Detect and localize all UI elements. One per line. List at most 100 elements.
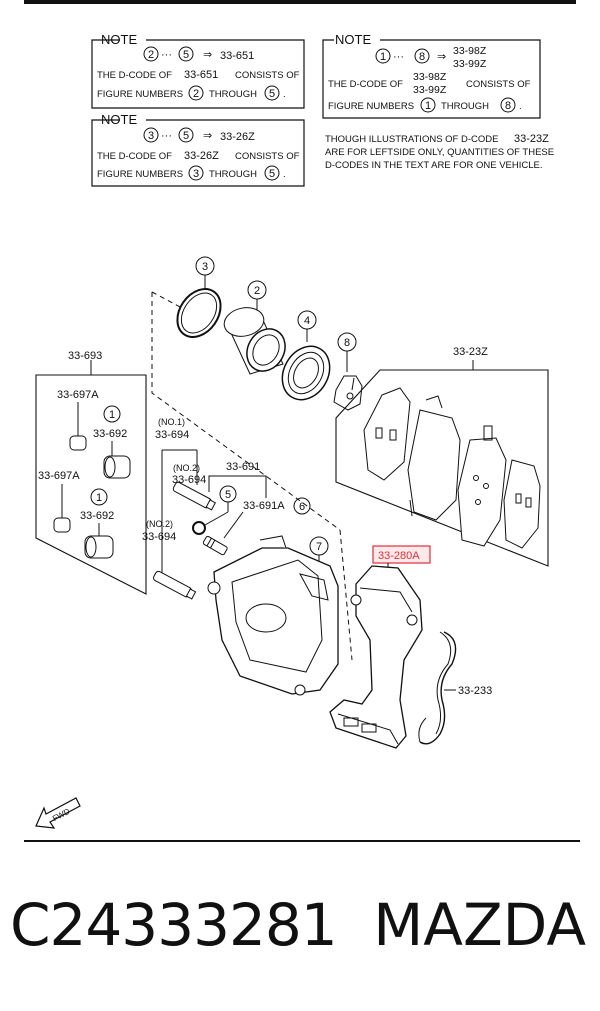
note-number: 5 xyxy=(183,130,189,142)
note-code: 33-98Z xyxy=(453,45,487,57)
callout-number: 5 xyxy=(225,489,231,501)
note-dots: ··· xyxy=(393,51,404,63)
callout-circle xyxy=(500,97,516,113)
label-33-692: 33-692 xyxy=(80,510,114,522)
note-text: THROUGH xyxy=(441,101,489,112)
kit-dashed-outline xyxy=(339,529,353,661)
label-33-697a: 33-697A xyxy=(38,470,80,482)
note-arrow: ⇒ xyxy=(437,51,446,63)
note-heading: NOTE xyxy=(101,112,137,127)
note-number: 1 xyxy=(380,51,386,63)
remark-line: THOUGH ILLUSTRATIONS OF D-CODE xyxy=(325,134,498,145)
note-number: 2 xyxy=(148,49,154,61)
note-text: THE D-CODE OF xyxy=(328,79,403,90)
highlight-box xyxy=(372,545,431,564)
note-text: CONSISTS OF xyxy=(466,79,531,90)
caliper-icon xyxy=(213,547,339,695)
note-text: FIGURE NUMBERS xyxy=(97,169,183,180)
note-code: 33-26Z xyxy=(220,131,255,143)
top-border-bar xyxy=(24,0,576,4)
label-33-692: 33-692 xyxy=(93,428,127,440)
piston-seal-icon xyxy=(176,288,222,338)
note-code: 33-651 xyxy=(220,50,254,62)
note-number: 8 xyxy=(419,51,425,63)
note-number: 3 xyxy=(148,130,154,142)
note-heading: NOTE xyxy=(101,32,137,47)
note-number: 5 xyxy=(269,88,275,100)
callout-circle xyxy=(264,165,280,181)
piston-icon xyxy=(223,307,286,375)
kit-dashed-outline xyxy=(151,291,183,309)
note-text: THROUGH xyxy=(209,169,257,180)
note-number: 2 xyxy=(193,88,199,100)
label-no2: (NO.2) xyxy=(146,519,173,529)
note-number: 5 xyxy=(269,168,275,180)
clip-icon xyxy=(333,375,363,411)
label-33-691a: 33-691A xyxy=(243,500,285,512)
callout-number: 7 xyxy=(316,541,322,553)
callout-number: 6 xyxy=(299,501,305,513)
remark-line: ARE FOR LEFTSIDE ONLY, QUANTITIES OF THE… xyxy=(325,147,554,158)
callout-circle xyxy=(188,85,204,101)
note-code: 33-98Z xyxy=(413,71,447,83)
label-33-697a: 33-697A xyxy=(57,389,99,401)
note-dots: ··· xyxy=(161,130,172,142)
callout-number: 1 xyxy=(109,409,115,421)
remark-code: 33-23Z xyxy=(514,133,549,145)
note-number: 5 xyxy=(183,49,189,61)
caliper-body: 7 xyxy=(207,535,339,696)
label-33-280a[interactable]: 33-280A xyxy=(378,550,420,562)
label-33-23z: 33-23Z xyxy=(453,346,488,358)
bleeder-screw-icon xyxy=(202,535,228,556)
note-arrow: ⇒ xyxy=(203,130,212,142)
bleeder-cap-icon xyxy=(192,521,206,535)
note-box-2: NOTE 3 ··· 5 ⇒ 33-26Z THE D-CODE OF 33-2… xyxy=(91,112,305,187)
brake-pad-kit-box: 33-23Z xyxy=(335,346,549,567)
part-number: C24333281 xyxy=(10,891,338,959)
note-box-3: NOTE 1 ··· 8 ⇒ 33-98Z 33-99Z THE D-CODE … xyxy=(322,32,541,119)
note-text: THE D-CODE OF xyxy=(97,70,172,81)
anti-rattle-clip: 8 xyxy=(333,332,363,411)
shim-icon xyxy=(363,387,411,481)
label-33-694: 33-694 xyxy=(142,531,176,543)
piston-seal-group: 3 2 4 xyxy=(176,256,331,401)
note-dots: ··· xyxy=(161,49,172,61)
callout-number: 4 xyxy=(304,315,310,327)
note-code: 33-26Z xyxy=(184,150,219,162)
bushing-kit-box: 33-693 33-697A 1 33-692 33-697A 1 33-692 xyxy=(35,350,147,595)
mounting-bracket: 33-280A xyxy=(329,545,431,749)
callout-number: 8 xyxy=(344,337,350,349)
note-text: THROUGH xyxy=(209,89,257,100)
sleeve-icon xyxy=(103,455,131,479)
shim-icon xyxy=(503,459,541,549)
callout-number: 2 xyxy=(254,285,260,297)
callout-circle xyxy=(143,127,159,143)
callout-circle xyxy=(103,405,121,423)
guide-pin-icon xyxy=(153,570,197,600)
brake-pad-icon xyxy=(407,409,461,521)
callout-circle xyxy=(178,127,194,143)
label-33-233: 33-233 xyxy=(458,685,492,697)
note-text: . xyxy=(283,169,286,180)
callout-circle xyxy=(90,488,108,506)
note-text: FIGURE NUMBERS xyxy=(328,101,414,112)
remark-text: THOUGH ILLUSTRATIONS OF D-CODE 33-23Z AR… xyxy=(325,133,554,171)
note-text: . xyxy=(283,89,286,100)
callout-number: 1 xyxy=(96,492,102,504)
bleeder-screw-group: 33-691 5 33-691A 6 xyxy=(192,461,311,556)
note-number: 8 xyxy=(505,100,511,112)
callout-circle xyxy=(264,85,280,101)
note-text: FIGURE NUMBERS xyxy=(97,89,183,100)
remark-line: D-CODES IN THE TEXT ARE FOR ONE VEHICLE. xyxy=(325,160,543,171)
sleeve-icon xyxy=(84,535,114,559)
note-text: . xyxy=(519,101,522,112)
note-text: CONSISTS OF xyxy=(235,70,300,81)
label-no1: (NO.1) xyxy=(158,417,185,427)
callout-circle xyxy=(414,48,430,64)
callout-circle xyxy=(375,48,391,64)
note-text: CONSISTS OF xyxy=(235,151,300,162)
callout-circle xyxy=(420,97,436,113)
note-arrow: ⇒ xyxy=(203,49,212,61)
dust-boot-icon xyxy=(281,345,331,401)
bushing-cap-icon xyxy=(69,435,87,451)
